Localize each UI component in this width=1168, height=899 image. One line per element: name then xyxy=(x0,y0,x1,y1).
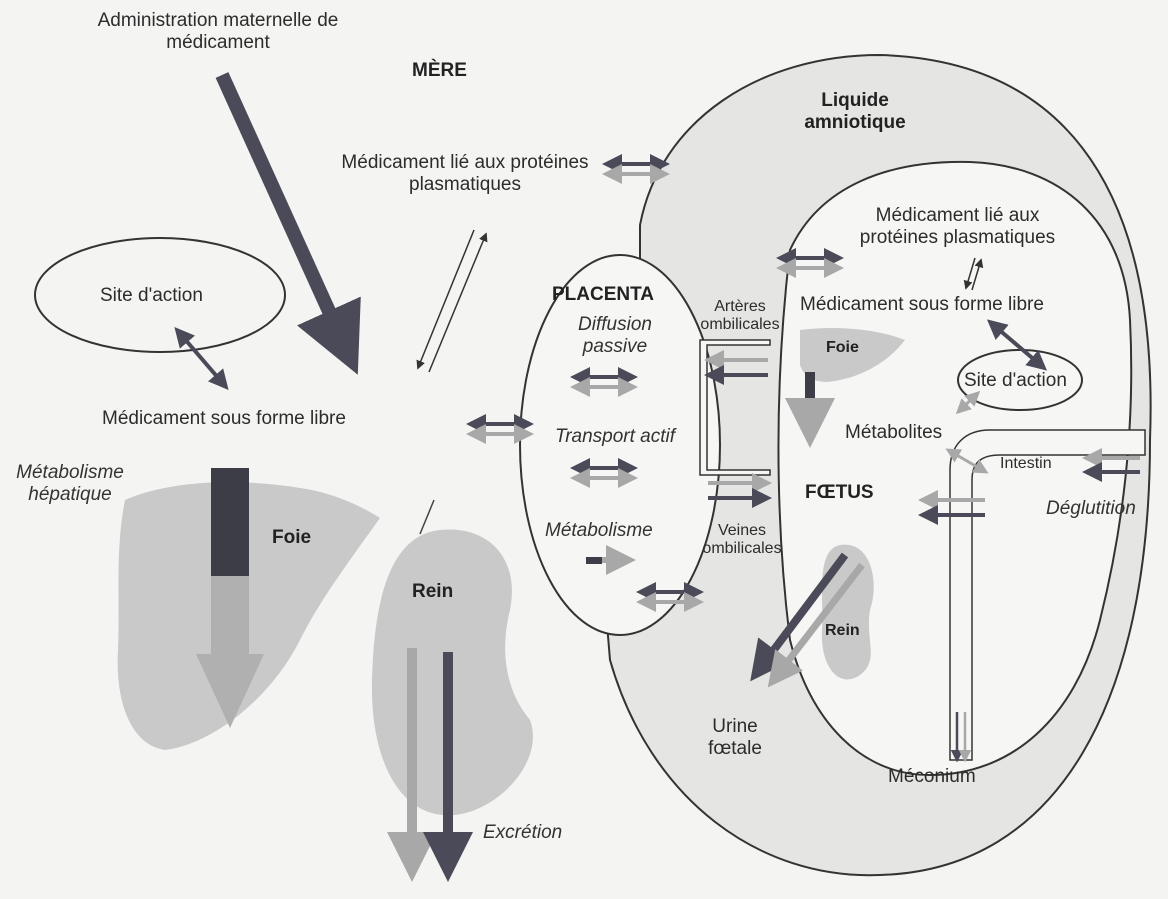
admin-arrow xyxy=(222,75,352,362)
label-metabolisme: Métabolisme xyxy=(545,520,653,542)
metab-arrow-light xyxy=(211,576,249,654)
label-foetus: FŒTUS xyxy=(805,482,874,504)
label-intestin: Intestin xyxy=(1000,455,1052,473)
foie-foetus-arrow-dark xyxy=(805,372,815,402)
label-meconium: Méconium xyxy=(888,766,976,788)
label-diffusion-passive: Diffusion passive xyxy=(560,314,670,358)
metab-arrow-dark xyxy=(211,468,249,576)
label-liquide-amniotique: Liquide amniotique xyxy=(780,90,930,134)
label-rein-mere: Rein xyxy=(412,581,453,603)
divider-line xyxy=(420,500,434,534)
label-libre-foetus: Médicament sous forme libre xyxy=(800,294,1044,316)
equilibrium-mere-1 xyxy=(418,230,474,368)
label-arteres: Artères ombilicales xyxy=(680,298,800,334)
label-veines: Veines ombilicales xyxy=(682,522,802,558)
label-site-action-mere: Site d'action xyxy=(100,285,203,307)
placenta-metab-dark xyxy=(586,557,602,564)
label-transport-actif: Transport actif xyxy=(555,426,675,448)
label-rein-foetus: Rein xyxy=(825,622,860,640)
label-excretion: Excrétion xyxy=(483,822,562,844)
label-metabolites: Métabolites xyxy=(845,422,942,444)
label-libre-mere: Médicament sous forme libre xyxy=(102,408,346,430)
label-lie-mere: Médicament lié aux protéines plasmatique… xyxy=(340,152,590,196)
label-foie-mere: Foie xyxy=(272,527,311,549)
arrow-site-libre xyxy=(177,330,226,387)
label-placenta: PLACENTA xyxy=(552,284,654,306)
label-foie-foetus: Foie xyxy=(826,339,859,357)
label-admin: Administration maternelle de médicament xyxy=(68,10,368,54)
label-mere: MÈRE xyxy=(412,60,467,82)
label-lie-foetus: Médicament lié aux protéines plasmatique… xyxy=(835,205,1080,249)
label-site-action-foetus: Site d'action xyxy=(964,370,1067,392)
equilibrium-mere-2 xyxy=(429,234,486,372)
label-metabolisme-hepatique: Métabolisme hépatique xyxy=(0,462,140,506)
label-deglutition: Déglutition xyxy=(1046,498,1136,520)
exchange-liquide-mere xyxy=(606,164,666,174)
label-urine-foetale: Urine fœtale xyxy=(700,716,770,760)
